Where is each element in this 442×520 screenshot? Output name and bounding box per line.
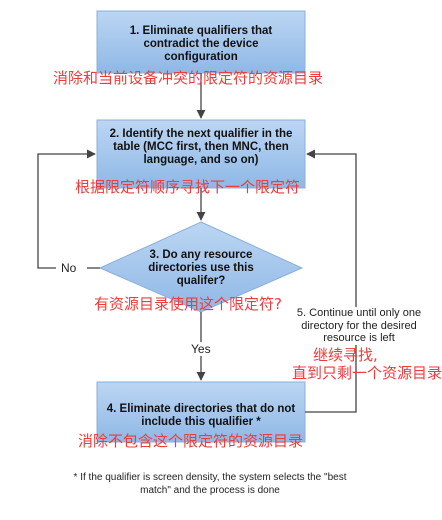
footnote: * If the qualifier is screen density, th… xyxy=(73,472,347,496)
arrow-continue-loop xyxy=(305,149,357,413)
step1-text: 1. Eliminate qualifiers that contradict … xyxy=(129,25,273,63)
arrow-no-loop-path xyxy=(37,149,96,269)
step3-text: 3. Do any resource directories use this … xyxy=(148,249,254,287)
loop-annotation-cn-line2: 直到只剩一个资源目录 xyxy=(292,364,442,382)
step3-annotation-cn: 有资源目录使用这个限定符? xyxy=(94,295,282,313)
step4-text: 4. Eliminate directories that do not inc… xyxy=(106,403,296,428)
step2-box xyxy=(96,119,306,189)
yes-label: Yes xyxy=(189,342,213,356)
step1-annotation-cn: 消除和当前设备冲突的限定符的资源目录 xyxy=(53,69,324,87)
step4-box xyxy=(96,381,306,443)
loop-annotation-cn-line1: 继续寻找, xyxy=(313,346,378,364)
step1-box xyxy=(96,10,306,74)
step2-annotation-cn: 根据限定符顺序寻找下一个限定符 xyxy=(75,178,301,196)
step2-text: 2. Identify the next qualifier in the ta… xyxy=(109,128,293,166)
no-label: No xyxy=(61,261,77,275)
step4-annotation-cn: 消除不包含这个限定符的资源目录 xyxy=(78,432,304,450)
continue-loop-note: 5. Continue until only one directory for… xyxy=(293,307,425,345)
